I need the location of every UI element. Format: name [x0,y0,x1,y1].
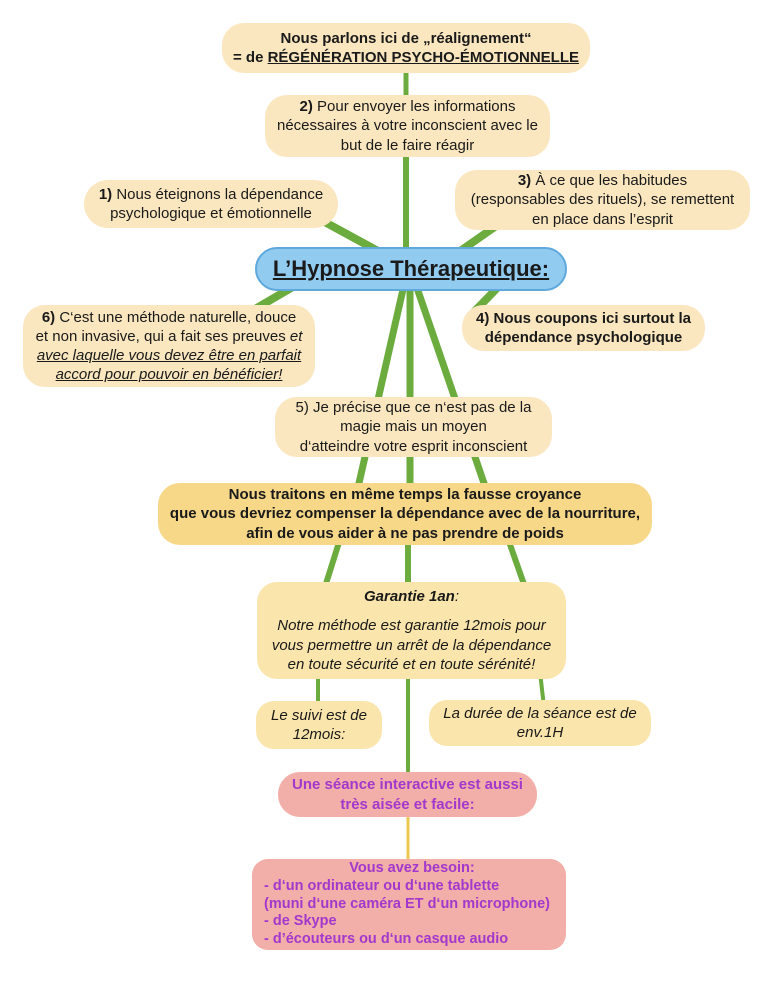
step-5-line2: magie mais un moyen [340,418,487,436]
node-suivi: Le suivi est de 12mois: [256,701,382,749]
fausse-croyance-line1: Nous traitons en même temps la fausse cr… [228,486,582,504]
step-5-line1: 5) Je précise que ce n‘est pas de la [295,399,532,417]
node-realignement: Nous parlons ici de „réalignement“ = de … [222,23,590,73]
garantie-body: Notre méthode est garantie 12mois pour v… [257,616,566,673]
step-3-number: 3) [517,172,532,190]
connector-belief-garantie-left [321,535,344,591]
node-central-title: L’Hypnose Thérapeutique: [255,247,567,291]
step-4-line1: 4) Nous coupons ici surtout la [475,309,692,327]
node-seance-interactive: Une séance interactive est aussi très ai… [278,772,537,817]
garantie-heading-bold: Garantie 1an [363,588,455,606]
step-5-line3: d‘atteindre votre esprit inconscient [299,437,528,455]
node-step-2: 2) Pour envoyer les informations nécessa… [265,95,550,157]
realignement-line2-underlined: RÉGÉNÉRATION PSYCHO-ÉMOTIONNELLE [267,49,579,66]
realignement-line2-prefix: = de [232,49,268,66]
seance-interactive-text: Une séance interactive est aussi très ai… [292,776,523,813]
step-1-text1: Nous éteignons la dépendance [112,185,324,203]
node-step-4: 4) Nous coupons ici surtout la dépendanc… [462,305,705,351]
fausse-croyance-line2: que vous devriez compenser la dépendance… [169,505,641,523]
node-step-6: 6) C‘est une méthode naturelle, douce et… [23,305,315,387]
step-6-text2: et non invasive, qui a fait ses preuves [35,327,290,345]
step-6-line4: accord pour pouvoir en bénéficier! [23,365,315,384]
duree-seance-text: La durée de la séance est de env.1H [443,704,637,741]
garantie-body-line1: Notre méthode est garantie 12mois pour [277,617,546,635]
besoin-item: - d‘un ordinateur ou d‘une tablette [264,877,500,894]
step-2-line2: nécessaires à votre inconscient avec le [277,117,538,135]
realignement-line1: Nous parlons ici de „réalignement“ [280,29,532,47]
garantie-body-line3: en toute sécurité et en toute sérénité! [287,655,536,673]
step-4-line2: dépendance psychologique [484,329,683,346]
garantie-heading: Garantie 1an: [257,587,566,606]
node-step-3: 3) À ce que les habitudes (responsables … [455,170,750,230]
node-garantie: Garantie 1an: Notre méthode est garantie… [257,582,566,679]
step-6-text3-underlined: avec laquelle vous devez être en parfait [36,347,302,364]
step-6-line2: et non invasive, qui a fait ses preuves … [23,327,315,346]
step-3-line3: en place dans l’esprit [532,210,673,228]
garantie-body-line2: vous permettre un arrêt de la dépendance [271,636,552,654]
connector-belief-garantie-right [504,535,529,591]
step-2-line3: but de le faire réagir [340,136,475,154]
besoin-item: - de Skype [264,913,337,930]
node-duree-seance: La durée de la séance est de env.1H [429,700,651,746]
step-6-line3: avec laquelle vous devez être en parfait [23,346,315,365]
besoin-heading: Vous avez besoin: [349,860,475,877]
fausse-croyance-line3: afin de vous aider à ne pas prendre de p… [246,524,564,542]
step-6-line1: 6) C‘est une méthode naturelle, douce [23,308,315,327]
besoin-item: - d’écouteurs ou d‘un casque audio [264,931,509,948]
step-2-text1: Pour envoyer les informations [312,98,516,116]
central-title-text: L’Hypnose Thérapeutique: [272,256,550,282]
garantie-heading-colon: : [454,588,460,606]
connector-center-belief-right [412,283,491,494]
besoin-item: (muni d‘une caméra ET d‘un microphone) [264,895,550,912]
step-1-line1: 1) Nous éteignons la dépendance [84,185,338,204]
step-3-line1: 3) À ce que les habitudes [455,171,750,190]
realignement-line2: = de RÉGÉNÉRATION PSYCHO-ÉMOTIONNELLE [222,48,590,67]
step-1-line2: psychologique et émotionnelle [110,205,312,222]
step-6-number: 6) [41,308,56,326]
node-step-5: 5) Je précise que ce n‘est pas de la mag… [275,397,552,457]
connector-center-belief-left [353,284,408,493]
step-6-text4-underlined: accord pour pouvoir en bénéficier! [55,366,283,384]
step-1-number: 1) [98,185,113,203]
node-step-1: 1) Nous éteignons la dépendance psycholo… [84,180,338,228]
node-fausse-croyance: Nous traitons en même temps la fausse cr… [158,483,652,545]
node-vous-avez-besoin: Vous avez besoin: - d‘un ordinateur ou d… [252,859,566,950]
suivi-text: Le suivi est de 12mois: [271,706,367,743]
step-6-text2-italic: et [289,327,303,345]
step-2-number: 2) [299,98,313,116]
step-3-line2: (responsables des rituels), se remettent [470,191,735,209]
step-2-line1: 2) Pour envoyer les informations [265,97,550,116]
step-3-text1: À ce que les habitudes [531,172,688,190]
step-6-text1: C‘est une méthode naturelle, douce [55,308,297,326]
